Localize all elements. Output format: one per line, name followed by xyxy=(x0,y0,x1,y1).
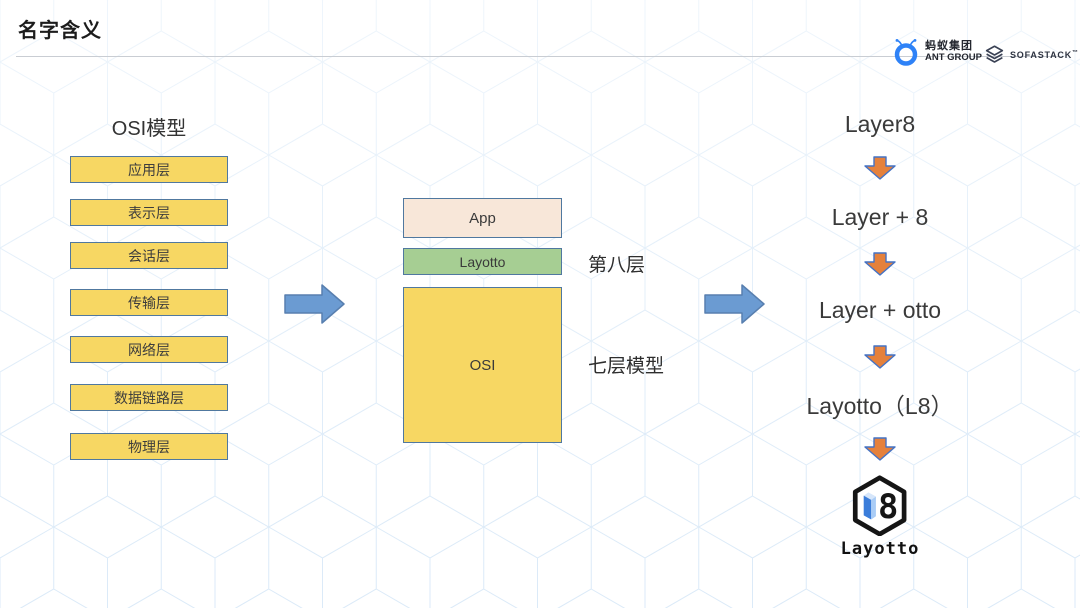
osi-layer-box-physical: 物理层 xyxy=(70,433,228,460)
osi-layer-box-presentation: 表示层 xyxy=(70,199,228,226)
down-arrow-icon xyxy=(864,345,896,369)
sofastack-icon xyxy=(985,45,1004,63)
down-arrow-icon xyxy=(864,156,896,180)
right-arrow-icon xyxy=(704,284,765,324)
naming-step-layotto-l8: Layotto（L8） xyxy=(806,393,954,419)
annotation-seven-layer-model: 七层模型 xyxy=(588,356,665,377)
sofastack-name: SOFASTACK™ xyxy=(1010,50,1079,60)
down-arrow-icon xyxy=(864,437,896,461)
down-arrow-icon xyxy=(864,252,896,276)
osi-layer-box-datalink: 数据链路层 xyxy=(70,384,228,411)
naming-step-layer-plus-8: Layer + 8 xyxy=(831,204,929,230)
sofastack-logo: SOFASTACK™ xyxy=(984,44,1079,66)
layotto-l8-cube-icon: 8 xyxy=(853,475,907,536)
ant-group-name-cn: 蚂蚁集团 xyxy=(925,40,973,53)
app-box: App xyxy=(403,198,562,238)
layotto-logo: 8 Layotto xyxy=(841,474,920,559)
sofastack-name-text: SOFASTACK xyxy=(1010,50,1073,60)
annotation-eighth-layer: 第八层 xyxy=(588,255,646,276)
osi-layer-box-transport: 传输层 xyxy=(70,289,228,316)
trademark-symbol: ™ xyxy=(1072,50,1079,56)
osi-layer-box-application: 应用层 xyxy=(70,156,228,183)
osi-layer-box-session: 会话层 xyxy=(70,242,228,269)
right-arrow-icon xyxy=(284,284,345,324)
layotto-logo-mark: 8 xyxy=(878,487,898,526)
ant-icon xyxy=(894,39,918,66)
slide-title: 名字含义 xyxy=(18,20,102,42)
ant-group-name-en: ANT GROUP xyxy=(925,51,982,63)
naming-step-layer8: Layer8 xyxy=(844,111,916,137)
layotto-box: Layotto xyxy=(403,248,562,275)
naming-step-layer-plus-otto: Layer + otto xyxy=(818,297,942,323)
ant-group-logo: 蚂蚁集团 ANT GROUP xyxy=(893,38,982,66)
osi-box: OSI xyxy=(403,287,562,443)
layotto-logo-caption: Layotto xyxy=(840,539,920,559)
header-divider xyxy=(16,56,1064,57)
osi-layer-box-network: 网络层 xyxy=(70,336,228,363)
osi-heading: OSI模型 xyxy=(111,118,187,140)
